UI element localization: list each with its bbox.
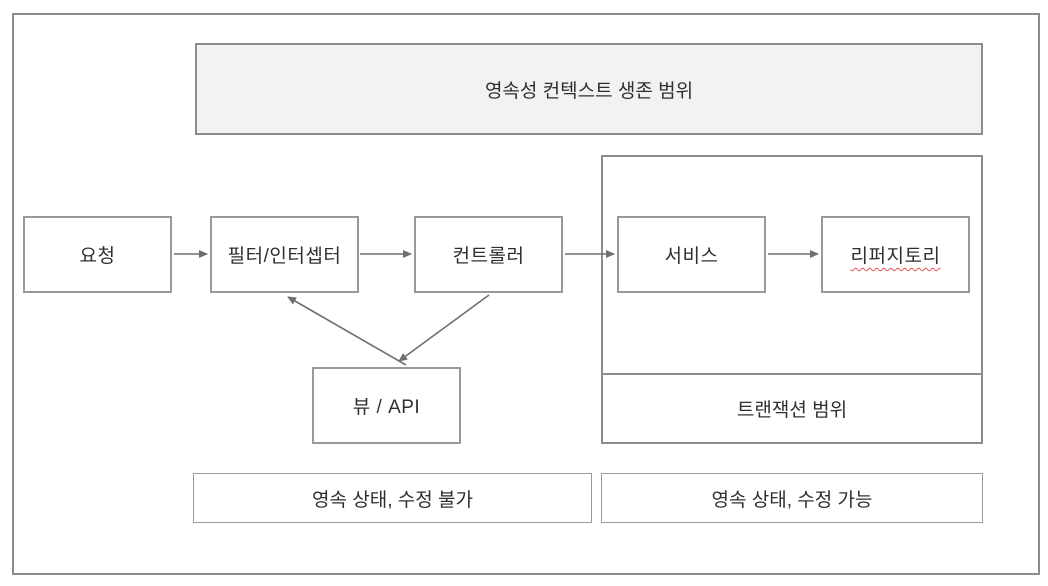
node-service-label: 서비스 bbox=[664, 246, 719, 267]
node-view-api-label: 뷰 / API bbox=[352, 397, 421, 418]
node-controller-label: 컨트롤러 bbox=[452, 246, 525, 267]
node-request: 요청 bbox=[23, 216, 172, 293]
node-request-label: 요청 bbox=[79, 246, 116, 267]
node-service: 서비스 bbox=[617, 216, 766, 293]
footnote-mutable-label: 영속 상태, 수정 가능 bbox=[711, 489, 873, 511]
node-filter-interceptor-label: 필터/인터셉터 bbox=[227, 246, 342, 267]
node-repository: 리퍼지토리 bbox=[821, 216, 970, 293]
footnote-immutable-label: 영속 상태, 수정 불가 bbox=[312, 489, 473, 511]
footnote-mutable: 영속 상태, 수정 가능 bbox=[601, 473, 983, 523]
node-view-api: 뷰 / API bbox=[312, 367, 461, 444]
persistence-context-banner-label: 영속성 컨텍스트 생존 범위 bbox=[484, 80, 694, 102]
node-filter-interceptor: 필터/인터셉터 bbox=[210, 216, 359, 293]
persistence-context-banner: 영속성 컨텍스트 생존 범위 bbox=[195, 43, 983, 135]
node-repository-label: 리퍼지토리 bbox=[850, 246, 941, 267]
transaction-scope-label-zone: 트랜잭션 범위 bbox=[601, 373, 983, 444]
transaction-scope-label: 트랜잭션 범위 bbox=[736, 400, 848, 421]
footnote-immutable: 영속 상태, 수정 불가 bbox=[193, 473, 592, 523]
node-controller: 컨트롤러 bbox=[414, 216, 563, 293]
